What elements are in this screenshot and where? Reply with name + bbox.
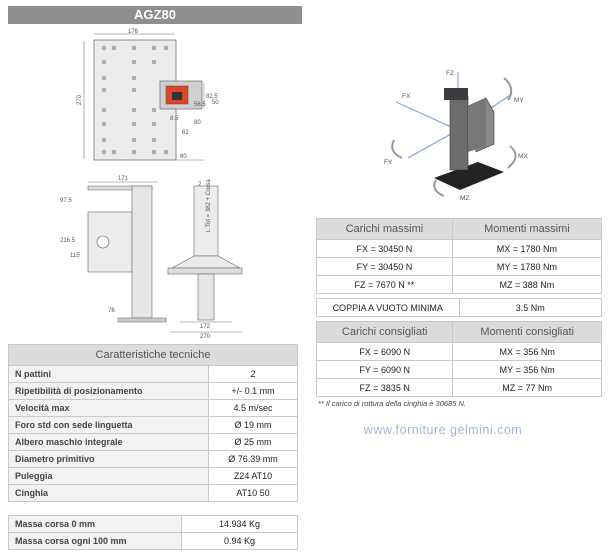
breaking-load-note: ** Il carico di rottura della cinghia è …: [318, 399, 467, 408]
dim-171: 171: [118, 176, 129, 182]
product-title: AGZ80: [8, 6, 302, 24]
dim-height: 270: [77, 94, 83, 105]
dim-565: 56.5: [194, 102, 206, 108]
dim-2165: 216.5: [60, 238, 76, 244]
top-view-drawing: 176 270 82.5 56.5 50 8.5 62 80 80: [70, 28, 220, 168]
dim-270: 270: [200, 334, 211, 338]
label-mx: MX: [518, 153, 528, 160]
dim-width: 176: [128, 29, 139, 35]
dim-115: 115: [70, 253, 80, 259]
max-moments-header: Momenti massimi: [451, 218, 603, 240]
dim-85: 8.5: [170, 116, 179, 122]
recommended-moments-header: Momenti consigliati: [452, 321, 602, 343]
dim-975: 97.5: [60, 198, 72, 204]
dim-76: 76: [108, 308, 115, 314]
torque-value: 3.5 Nm: [458, 298, 602, 317]
dim-50: 50: [212, 100, 219, 106]
dim-62: 62: [182, 130, 189, 136]
specs-header: Caratteristiche tecniche: [8, 344, 298, 366]
label-fx: FX: [402, 93, 411, 100]
dim-stroke: L.Tot = 382 + Corsa: [206, 179, 212, 232]
isometric-render: FZ FX FY MY MX MZ: [374, 66, 534, 208]
label-mz: MZ: [460, 195, 469, 202]
table-row: FZ = 7670 N **MZ = 388 Nm: [316, 275, 603, 294]
side-view-drawing: 171 97.5 216.5 115 76 2 L.Tot = 382 + Co…: [58, 172, 258, 338]
label-fz: FZ: [446, 70, 454, 77]
watermark: www.forniture gelmini.com: [363, 423, 523, 437]
label-my: MY: [514, 97, 524, 104]
label-fy: FY: [384, 159, 393, 166]
dim-80b: 80: [194, 120, 201, 126]
dim-172: 172: [200, 324, 211, 330]
dim-2: 2: [198, 182, 202, 188]
table-row: Ripetibilità di posizionamento+/- 0.1 mm: [8, 382, 299, 400]
dim-rail: 80: [180, 154, 187, 160]
dim-825: 82.5: [206, 94, 218, 100]
max-loads-header: Carichi massimi: [316, 218, 453, 240]
torque-label: COPPIA A VUOTO MINIMA: [316, 298, 460, 317]
recommended-loads-header: Carichi consigliati: [315, 321, 454, 343]
